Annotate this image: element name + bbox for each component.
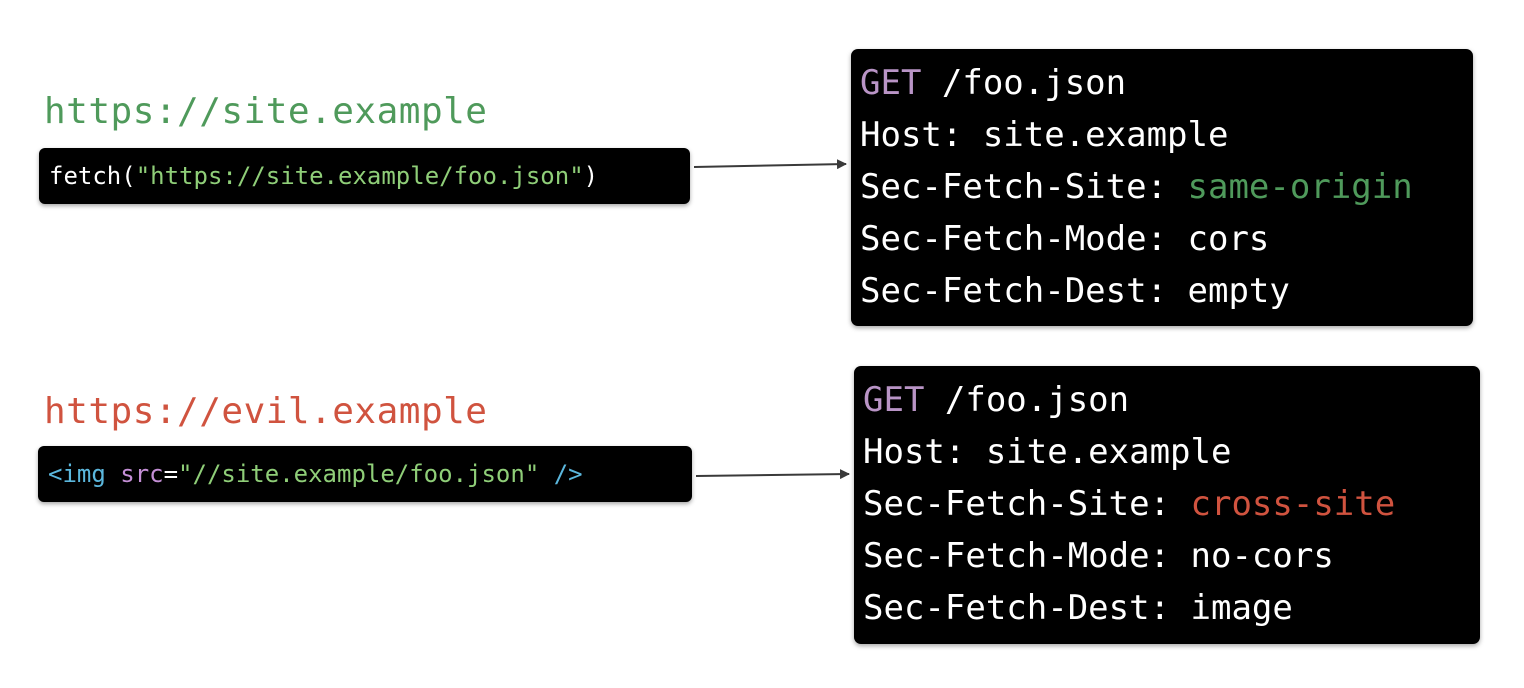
host-header: Host: site.example	[860, 109, 1473, 161]
same-site-origin-label: https://site.example	[44, 91, 488, 132]
sec-fetch-site-key: Sec-Fetch-Site:	[863, 484, 1191, 524]
sec-fetch-dest-header: Sec-Fetch-Dest: empty	[860, 265, 1473, 317]
sec-fetch-mode-value: no-cors	[1190, 536, 1334, 576]
fetch-code-box: fetch("https://site.example/foo.json")	[39, 148, 690, 204]
request-line: GET /foo.json	[863, 374, 1480, 426]
equals-sign: =	[163, 460, 179, 488]
sec-fetch-mode-header: Sec-Fetch-Mode: no-cors	[863, 530, 1480, 582]
request-line: GET /foo.json	[860, 57, 1473, 109]
quote-open: "	[135, 162, 151, 190]
sec-fetch-site-header: Sec-Fetch-Site: same-origin	[860, 161, 1473, 213]
sec-fetch-site-header: Sec-Fetch-Site: cross-site	[863, 478, 1480, 530]
request-path: /foo.json	[921, 63, 1127, 103]
fetch-url: https://site.example/foo.json	[150, 162, 570, 190]
sec-fetch-site-value: same-origin	[1187, 167, 1413, 207]
host-key: Host:	[863, 432, 986, 472]
sec-fetch-mode-key: Sec-Fetch-Mode:	[860, 219, 1188, 259]
host-header: Host: site.example	[863, 426, 1480, 478]
src-value: "//site.example/foo.json"	[178, 460, 540, 488]
sec-fetch-dest-header: Sec-Fetch-Dest: image	[863, 582, 1480, 634]
sec-fetch-mode-header: Sec-Fetch-Mode: cors	[860, 213, 1473, 265]
sec-fetch-mode-key: Sec-Fetch-Mode:	[863, 536, 1191, 576]
sec-fetch-site-value: cross-site	[1190, 484, 1396, 524]
request-path: /foo.json	[924, 380, 1130, 420]
host-value: site.example	[982, 115, 1229, 155]
img-code-box: <img src="//site.example/foo.json" />	[38, 446, 692, 502]
http-method: GET	[860, 63, 922, 103]
quote-close: "	[569, 162, 584, 190]
host-key: Host:	[860, 115, 983, 155]
sec-fetch-mode-value: cors	[1187, 219, 1270, 259]
img-tag-open: <img	[48, 460, 106, 488]
cross-site-origin-label: https://evil.example	[44, 391, 488, 432]
sec-fetch-dest-value: empty	[1187, 271, 1290, 311]
src-attribute: src	[105, 460, 164, 488]
same-origin-request-box: GET /foo.json Host: site.example Sec-Fet…	[851, 49, 1473, 326]
sec-fetch-dest-key: Sec-Fetch-Dest:	[860, 271, 1188, 311]
host-value: site.example	[985, 432, 1232, 472]
same-site-arrow	[693, 159, 847, 170]
cross-site-request-box: GET /foo.json Host: site.example Sec-Fet…	[854, 366, 1480, 644]
img-tag-close: />	[539, 460, 583, 488]
sec-fetch-dest-value: image	[1190, 588, 1293, 628]
sec-fetch-dest-key: Sec-Fetch-Dest:	[863, 588, 1191, 628]
http-method: GET	[863, 380, 925, 420]
fetch-call: fetch(	[49, 162, 136, 190]
cross-site-arrow	[695, 469, 850, 480]
sec-fetch-site-key: Sec-Fetch-Site:	[860, 167, 1188, 207]
paren-close: )	[583, 162, 599, 190]
